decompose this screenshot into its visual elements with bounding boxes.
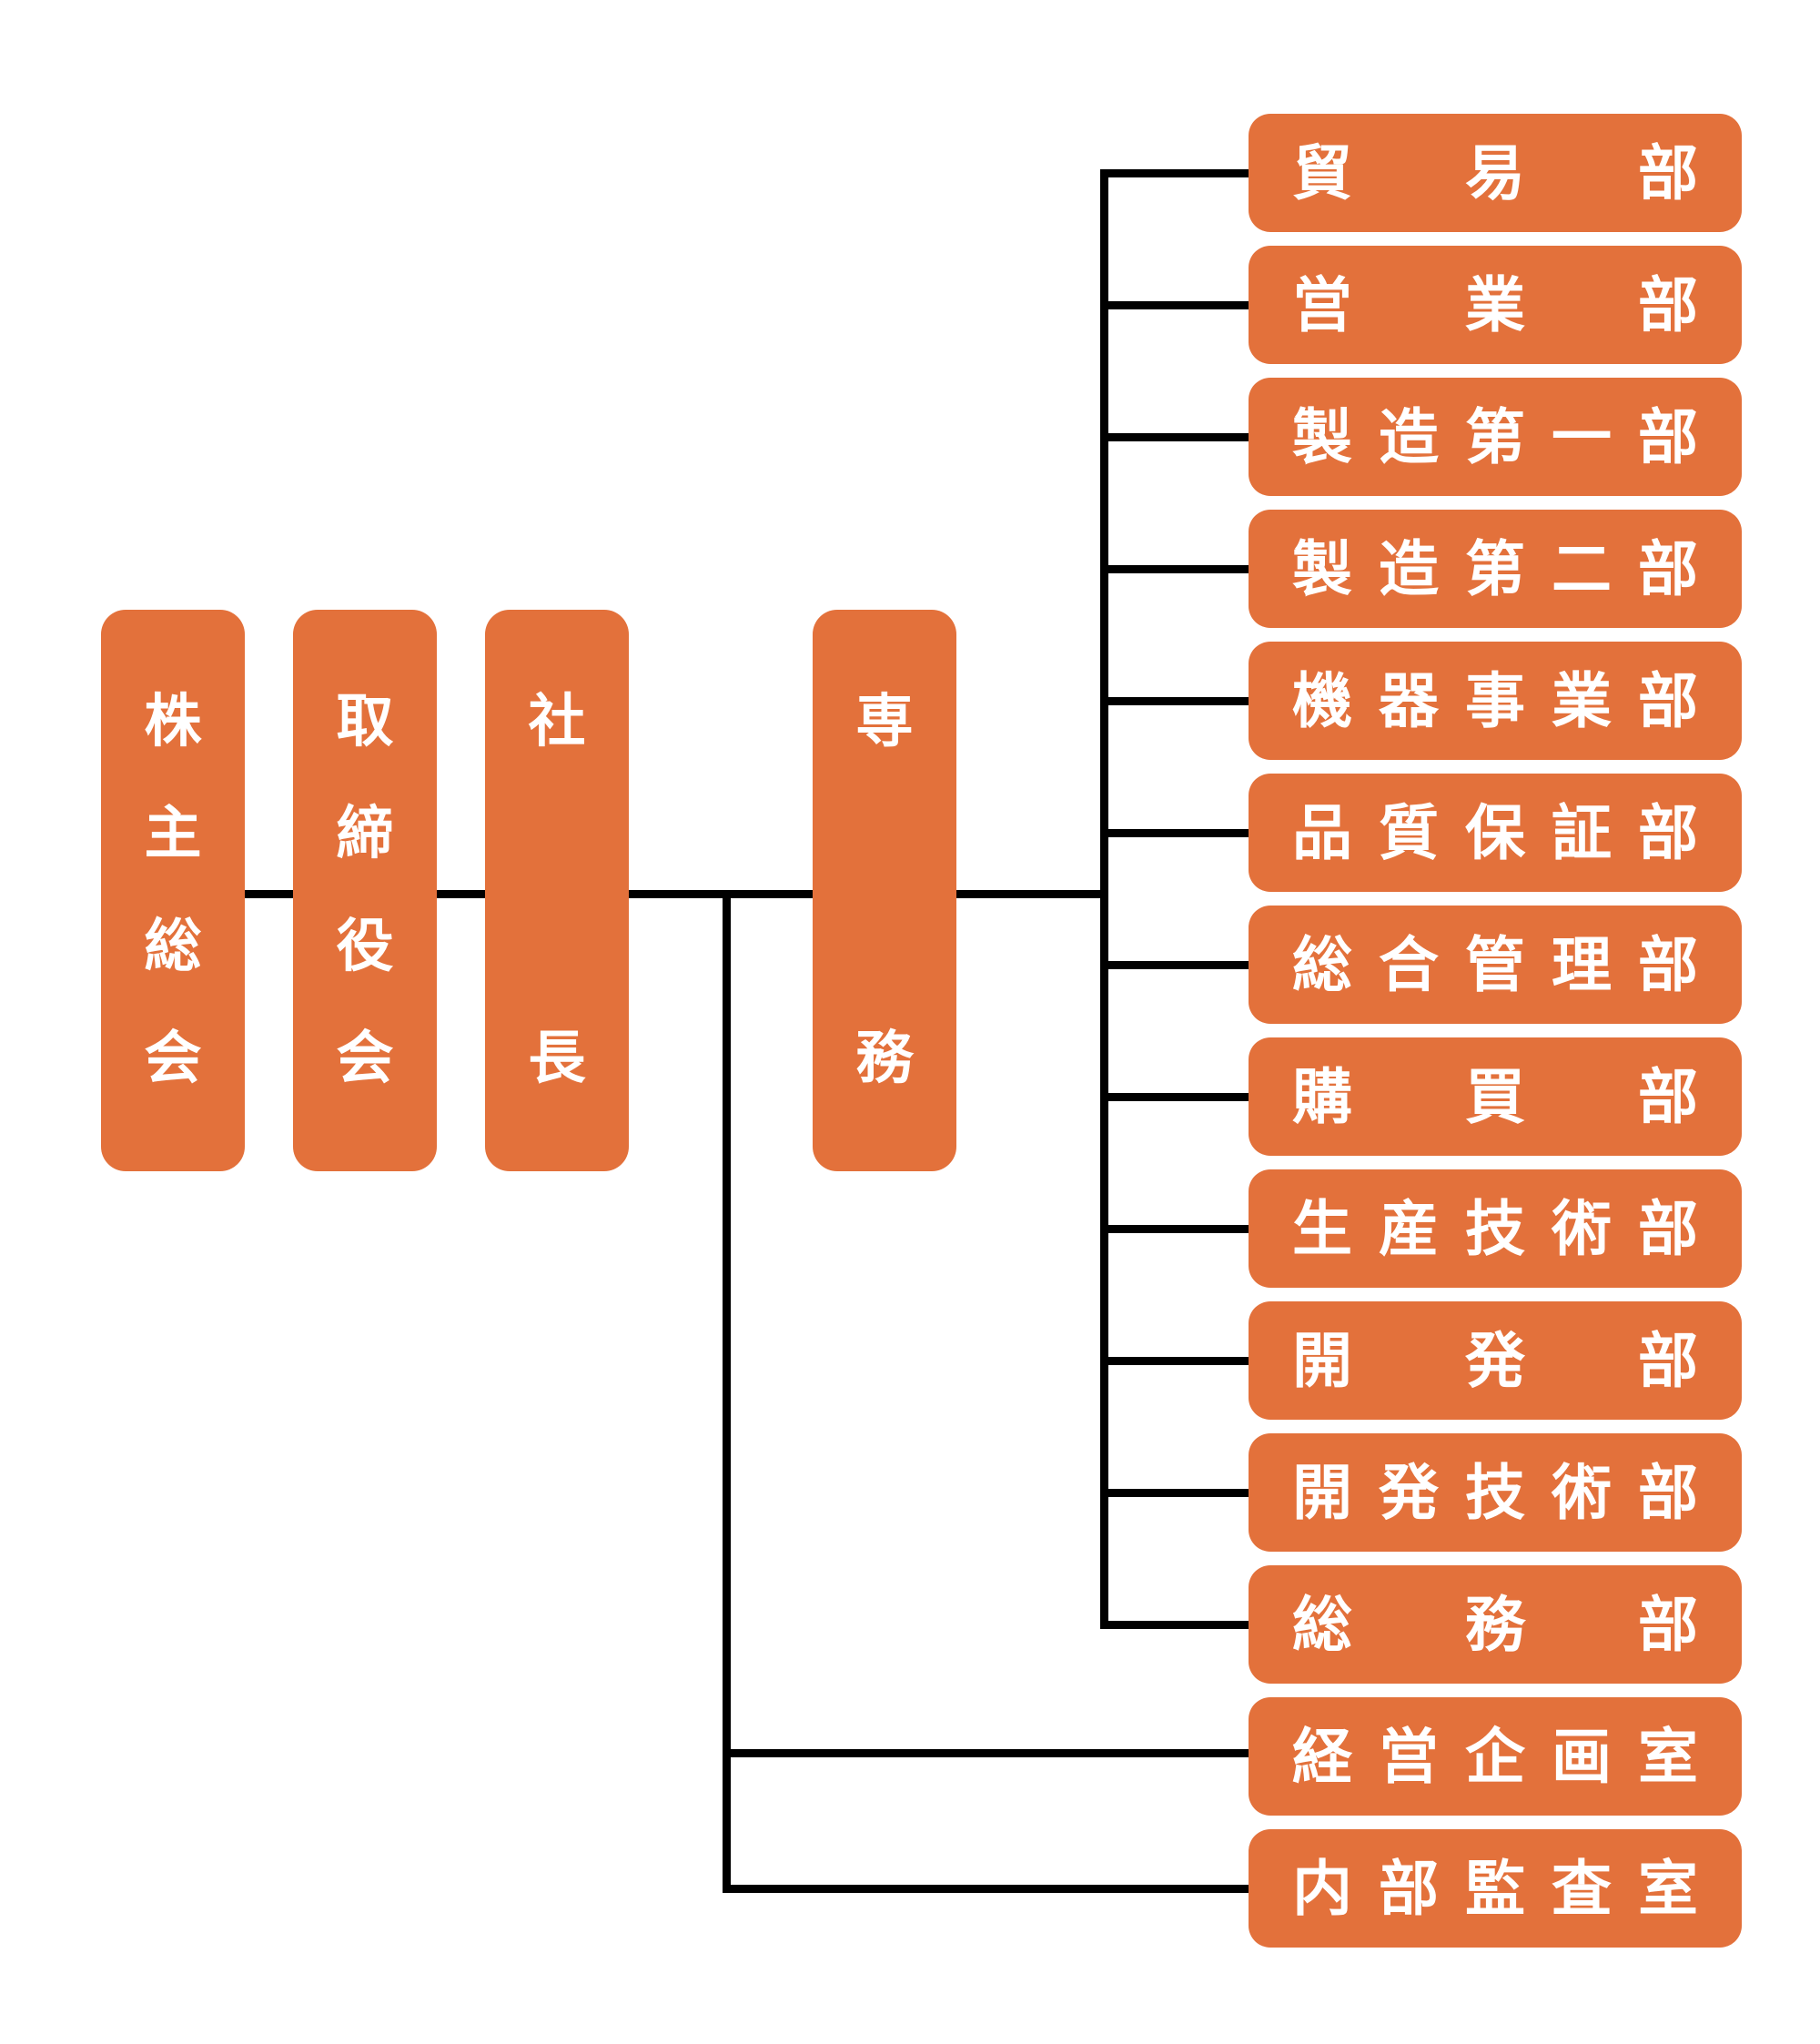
- dept-sogo-kanri: 総合管理部: [1249, 906, 1742, 1024]
- branch-line-seisan-gijutsu: [1100, 1225, 1249, 1233]
- branch-line-keiei-kikaku: [723, 1749, 1250, 1757]
- dept-kobai: 購買部: [1249, 1037, 1742, 1156]
- node-kabunushi-sokai: 株主総会: [101, 610, 245, 1171]
- node-senmu: 専務: [813, 610, 956, 1171]
- branch-line-somu: [1100, 1621, 1249, 1629]
- branch-line-seizo-dai2: [1100, 565, 1249, 573]
- branch-line-hinshitsu-hosho: [1100, 829, 1249, 837]
- branch-line-seizo-dai1: [1100, 433, 1249, 441]
- dept-seizo-dai1: 製造第一部: [1249, 378, 1742, 496]
- dept-somu: 総務部: [1249, 1565, 1742, 1684]
- connector-kabunushi-torishimariyaku: [238, 890, 297, 898]
- branch-line-kaihatsu: [1100, 1357, 1249, 1365]
- dept-kaihatsu-gijutsu: 開発技術部: [1249, 1433, 1742, 1552]
- drop-line-shacho-offices: [723, 890, 731, 1893]
- dept-boeki: 貿易部: [1249, 114, 1742, 232]
- connector-torishimariyaku-shacho: [431, 890, 490, 898]
- connector-shacho-senmu: [625, 890, 818, 898]
- branch-line-sogo-kanri: [1100, 961, 1249, 969]
- dept-kaihatsu: 開発部: [1249, 1301, 1742, 1420]
- trunk-line-departments: [1100, 169, 1108, 1629]
- dept-kiki-jigyo: 機器事業部: [1249, 642, 1742, 760]
- connector-senmu-trunk: [955, 890, 1108, 898]
- node-shacho: 社長: [485, 610, 629, 1171]
- branch-line-naibu-kansa: [723, 1885, 1250, 1893]
- node-torishimariyaku-kai: 取締役会: [293, 610, 437, 1171]
- dept-seizo-dai2: 製造第二部: [1249, 510, 1742, 628]
- office-keiei-kikaku: 経営企画室: [1249, 1697, 1742, 1816]
- branch-line-kobai: [1100, 1093, 1249, 1101]
- branch-line-eigyo: [1100, 301, 1249, 309]
- dept-eigyo: 営業部: [1249, 246, 1742, 364]
- office-naibu-kansa: 内部監査室: [1249, 1829, 1742, 1948]
- dept-hinshitsu-hosho: 品質保証部: [1249, 774, 1742, 892]
- branch-line-boeki: [1100, 169, 1249, 177]
- branch-line-kiki-jigyo: [1100, 697, 1249, 705]
- dept-seisan-gijutsu: 生産技術部: [1249, 1169, 1742, 1288]
- branch-line-kaihatsu-gijutsu: [1100, 1489, 1249, 1497]
